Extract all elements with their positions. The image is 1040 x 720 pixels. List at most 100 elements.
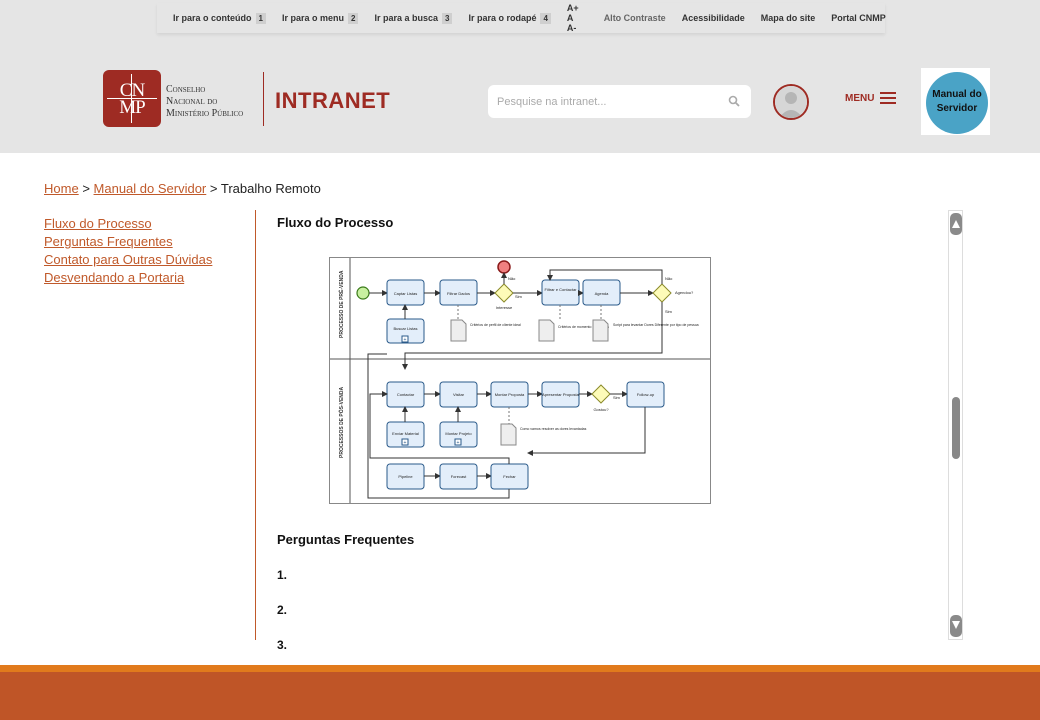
- scroll-down-arrow-icon[interactable]: [950, 615, 962, 637]
- skip-to-search-link[interactable]: Ir para a busca 3: [374, 12, 453, 24]
- scroll-up-arrow-icon[interactable]: [950, 213, 962, 235]
- org-name-line3: Ministério Público: [166, 108, 244, 119]
- high-contrast-link[interactable]: Alto Contraste: [603, 13, 666, 23]
- faq-item-number: 3.: [277, 638, 288, 652]
- skip-to-footer-link[interactable]: Ir para o rodapé 4: [468, 12, 551, 24]
- breadcrumb-separator: >: [82, 181, 90, 196]
- org-name-line1: Conselho: [166, 84, 206, 95]
- sitemap-link[interactable]: Mapa do site: [760, 13, 816, 23]
- svg-text:Enviar Material: Enviar Material: [392, 431, 419, 436]
- nav-link-fluxo-processo[interactable]: Fluxo do Processo: [44, 216, 152, 231]
- gateway-no-label: Não: [508, 276, 516, 281]
- svg-text:Filtrar e Contactar: Filtrar e Contactar: [544, 287, 577, 292]
- note-script-dores: Script para levantar Dores Diferente por…: [592, 305, 699, 342]
- note-resolver-dores: Como vamos resolver as dores levantadas: [500, 407, 587, 446]
- nav-link-desvendando-portaria[interactable]: Desvendando a Portaria: [44, 270, 185, 285]
- skip-to-menu-link[interactable]: Ir para o menu 2: [282, 12, 359, 24]
- start-event: [356, 286, 370, 300]
- task-buscar-listas: Buscar Listas +: [386, 318, 425, 344]
- gateway-no-label: Não: [665, 276, 673, 281]
- shortcut-key: 1: [255, 12, 266, 24]
- magnifier-icon[interactable]: [728, 95, 740, 107]
- faq-item-number: 2.: [277, 603, 288, 617]
- menu-button[interactable]: MENU: [845, 92, 897, 104]
- shortcut-key: 2: [347, 12, 359, 24]
- user-avatar-icon[interactable]: [773, 84, 809, 120]
- content-scrollbar[interactable]: [948, 210, 963, 640]
- menu-label: MENU: [845, 92, 875, 104]
- badge-text-line2: Servidor: [936, 103, 978, 114]
- note-criterios-momento: Critérios de momento da compra: [538, 305, 609, 342]
- font-increase-button[interactable]: A+: [566, 3, 579, 13]
- main-content: Fluxo do Processo: [277, 215, 937, 230]
- scrollbar-thumb[interactable]: [952, 397, 960, 459]
- task-forecast: Forecast: [439, 463, 478, 490]
- svg-text:Gostou?: Gostou?: [593, 407, 609, 412]
- svg-text:+: +: [404, 337, 407, 343]
- badge-text-line1: Manual do: [932, 89, 982, 100]
- shortcut-key: 4: [540, 12, 551, 24]
- logo-cross-vertical: [131, 74, 132, 123]
- task-captar-listas: Captar Listas: [386, 279, 425, 306]
- search-input[interactable]: [497, 95, 717, 108]
- font-size-controls: A+ A A-: [567, 3, 588, 33]
- gateway-yes-label: Sim: [665, 309, 673, 314]
- shortcut-key: 3: [441, 12, 453, 24]
- hamburger-icon: [880, 92, 897, 104]
- font-normal-button[interactable]: A: [566, 13, 574, 23]
- accessibility-link[interactable]: Acessibilidade: [681, 13, 745, 23]
- footer: [0, 672, 1040, 720]
- svg-text:Filtrar Dados: Filtrar Dados: [447, 291, 470, 296]
- logo-divider: [263, 72, 264, 126]
- task-contactar: Contactar: [386, 381, 425, 408]
- nav-link-perguntas-frequentes[interactable]: Perguntas Frequentes: [44, 234, 173, 249]
- svg-text:Pipeline: Pipeline: [398, 474, 413, 479]
- breadcrumb: Home > Manual do Servidor > Trabalho Rem…: [44, 181, 321, 196]
- gateway-gostou: Gostou?: [591, 384, 611, 412]
- faq-section-title: Perguntas Frequentes: [277, 532, 415, 547]
- process-flow-diagram: PROCESSO DE PRÉ-VENDA PROCESSOS DE PÓS-V…: [329, 257, 711, 504]
- breadcrumb-section-link[interactable]: Manual do Servidor: [93, 181, 207, 196]
- svg-text:Forecast: Forecast: [451, 474, 467, 479]
- svg-text:Interesse: Interesse: [496, 305, 513, 310]
- section-nav: Fluxo do Processo Perguntas Frequentes C…: [44, 215, 212, 287]
- font-decrease-button[interactable]: A-: [566, 23, 577, 33]
- org-name-line2: Nacional do: [166, 96, 218, 107]
- bpmn-diagram: PROCESSO DE PRÉ-VENDA PROCESSOS DE PÓS-V…: [330, 258, 710, 503]
- badge-circle: [926, 72, 988, 134]
- breadcrumb-home-link[interactable]: Home: [44, 181, 79, 196]
- svg-text:Follow-up: Follow-up: [637, 392, 655, 397]
- skip-to-content-link[interactable]: Ir para o conteúdo 1: [173, 12, 266, 24]
- org-name: Conselho Nacional do Ministério Público: [166, 84, 243, 120]
- search-box: [488, 85, 751, 118]
- svg-text:Visitar: Visitar: [453, 392, 465, 397]
- svg-text:Apresentar Proposta: Apresentar Proposta: [542, 392, 579, 397]
- accessibility-bar: Ir para o conteúdo 1 Ir para o menu 2 Ir…: [157, 3, 886, 33]
- task-apresentar-proposta: Apresentar Proposta: [541, 381, 580, 408]
- portal-cnmp-link[interactable]: Portal CNMP: [831, 13, 886, 23]
- svg-text:Como vamos resolver as dores l: Como vamos resolver as dores levantadas: [520, 427, 587, 431]
- svg-text:Script para levantar Dores Dif: Script para levantar Dores Diferente por…: [613, 323, 699, 327]
- task-fechar: Fechar: [490, 463, 529, 490]
- note-criterios-perfil: Critérios de perfil de cliente ideal: [450, 305, 521, 342]
- svg-text:Captar Listas: Captar Listas: [394, 291, 418, 296]
- site-title: INTRANET: [275, 88, 391, 113]
- footer-accent-line: [0, 665, 1040, 672]
- skip-to-footer-label: Ir para o rodapé: [468, 13, 537, 23]
- svg-text:Critérios de perfil de cliente: Critérios de perfil de cliente ideal: [470, 323, 521, 327]
- skip-to-content-label: Ir para o conteúdo: [173, 13, 252, 23]
- task-visitar: Visitar: [439, 381, 478, 408]
- nav-link-contato-duvidas[interactable]: Contato para Outras Dúvidas: [44, 252, 213, 267]
- flow-section-title: Fluxo do Processo: [277, 215, 394, 230]
- svg-text:Contactar: Contactar: [397, 392, 415, 397]
- manual-servidor-badge[interactable]: Manual do Servidor: [921, 68, 990, 135]
- badge-text: Manual do Servidor: [921, 88, 993, 116]
- svg-text:+: +: [404, 440, 407, 446]
- nav-divider: [255, 210, 256, 640]
- gateway-yes-label: Sim: [613, 395, 621, 400]
- user-silhouette-icon: [775, 86, 807, 118]
- task-montar-proposta: Montar Proposta: [490, 381, 529, 408]
- svg-text:Montar Projeto: Montar Projeto: [445, 431, 472, 436]
